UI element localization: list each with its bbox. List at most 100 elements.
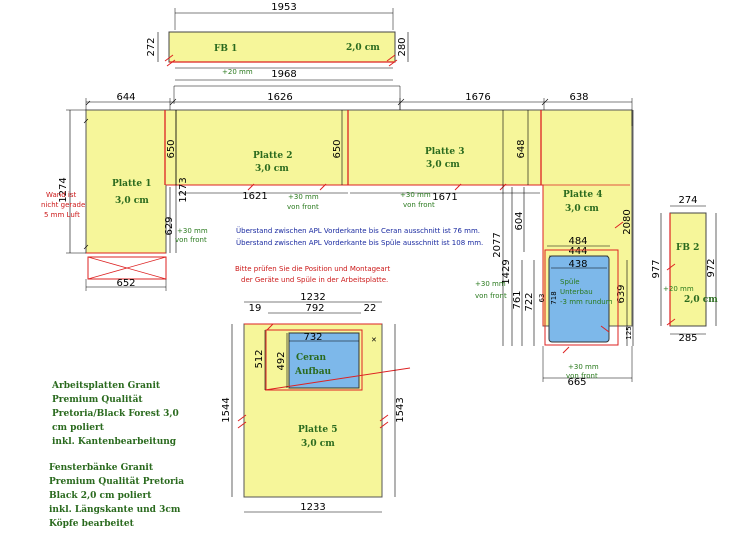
notes: Überstand zwischen APL Vorderkante bis C… xyxy=(235,226,483,284)
platte3-front-2: von front xyxy=(403,201,435,209)
fb1-note: +20 mm xyxy=(222,68,253,76)
dim-639: 639 xyxy=(616,284,627,303)
fb1-group: 1953 272 280 FB 1 2,0 cm +20 mm 1968 xyxy=(146,2,409,81)
platte2-front-2: von front xyxy=(287,203,319,211)
dim-1671: 1671 xyxy=(432,192,457,203)
dim-1273: 1273 xyxy=(178,177,189,202)
platte1-front-2: von front xyxy=(175,236,207,244)
fb1-thickness: 2,0 cm xyxy=(346,43,380,53)
dim-629: 629 xyxy=(164,216,175,235)
fb1-width-top: 1953 xyxy=(271,2,296,13)
fb1-slab xyxy=(168,31,396,63)
sink-cutout xyxy=(548,255,610,343)
fb1-label: FB 1 xyxy=(214,44,237,54)
dim-761: 761 xyxy=(512,290,523,309)
dim-2077: 2077 xyxy=(492,232,503,257)
overhang-note-1: Überstand zwischen APL Vorderkante bis C… xyxy=(236,226,480,235)
dim-22: 22 xyxy=(364,303,377,314)
sink-label-3: -3 mm rundum xyxy=(560,298,613,306)
wall-note-1: Wand ist xyxy=(46,191,76,199)
platte4-label: Platte 4 xyxy=(563,190,602,200)
dim-1232: 1232 xyxy=(300,292,325,303)
dim-125: 125 xyxy=(625,326,633,339)
platte1-height: 1274 xyxy=(58,177,69,202)
dim-444: 444 xyxy=(568,246,587,257)
legend-a-2: Premium Qualität xyxy=(52,394,143,405)
dim-650b: 650 xyxy=(332,139,343,158)
platte3-group: Platte 3 3,0 cm 648 1671 +30 mm von fron… xyxy=(247,110,540,209)
platte3-thickness: 3,0 cm xyxy=(426,160,460,170)
platte2-thickness: 3,0 cm xyxy=(255,164,289,174)
dim-1626: 1626 xyxy=(267,92,292,103)
legend-f-2: Premium Qualität Pretoria xyxy=(49,476,184,487)
legend-f-5: Köpfe bearbeitet xyxy=(49,518,135,529)
ceran-label-2: Aufbau xyxy=(294,367,332,377)
sink-outer xyxy=(544,249,619,346)
sink-label-1: Spüle xyxy=(560,278,580,286)
legend-a-3: Pretoria/Black Forest 3,0 xyxy=(52,409,179,419)
ceran-close-icon: ✕ xyxy=(371,336,377,344)
legend-f-3: Black 2,0 cm poliert xyxy=(49,491,152,501)
dim-722: 722 xyxy=(524,292,535,311)
platte3-label: Platte 3 xyxy=(425,147,464,157)
dim-492: 492 xyxy=(276,351,287,370)
dim-1621: 1621 xyxy=(242,191,267,202)
legend-f-4: inkl. Längskante und 3cm xyxy=(49,504,181,515)
top-dims: 644 1626 1676 638 xyxy=(85,85,633,126)
platte4-front-left-2: von front xyxy=(475,292,507,300)
fb2-group: 274 977 972 285 FB 2 2,0 cm +20 mm xyxy=(651,195,718,344)
platte4-front-bottom-1: +30 mm xyxy=(568,363,599,371)
dim-1233: 1233 xyxy=(300,502,325,513)
dim-1429: 1429 xyxy=(501,259,512,284)
platte4-front-bottom-2: von front xyxy=(566,372,598,380)
platte1-group: Platte 1 3,0 cm 1274 1273 629 +30 mm von… xyxy=(41,109,208,291)
fb1-width-bottom: 1968 xyxy=(271,69,296,80)
dim-718: 718 xyxy=(550,291,558,304)
wall-note-2: nicht gerade xyxy=(41,201,85,209)
overhang-note-2: Überstand zwischen APL Vorderkante bis S… xyxy=(236,238,483,247)
fb2-width-bottom: 285 xyxy=(678,333,697,344)
fb2-thickness: 2,0 cm xyxy=(684,295,718,305)
platte5-label: Platte 5 xyxy=(298,425,337,435)
dim-438: 438 xyxy=(568,259,587,270)
fb1-height-left: 272 xyxy=(146,37,157,56)
dim-1676: 1676 xyxy=(465,92,490,103)
dim-484: 484 xyxy=(568,236,587,247)
dim-19: 19 xyxy=(249,303,262,314)
platte5-group: ✕ Ceran Aufbau 1232 792 19 22 732 512 49… xyxy=(221,292,411,513)
dim-604: 604 xyxy=(514,211,525,230)
fb2-height-right: 972 xyxy=(706,258,717,277)
platte2-front-1: +30 mm xyxy=(288,193,319,201)
dim-63: 63 xyxy=(538,294,546,303)
sink-label-2: Unterbau xyxy=(560,288,593,296)
dim-1543: 1543 xyxy=(395,397,406,422)
fb2-label: FB 2 xyxy=(676,243,699,253)
wall-note-3: 5 mm Luft xyxy=(44,211,80,219)
check-note-2: der Geräte und Spüle in der Arbeitsplatt… xyxy=(241,276,388,284)
fb2-width-top: 274 xyxy=(678,195,697,206)
dim-644: 644 xyxy=(116,92,135,103)
dim-648: 648 xyxy=(516,139,527,158)
legend-a-5: inkl. Kantenbearbeitung xyxy=(52,437,177,447)
dim-732: 732 xyxy=(303,332,322,343)
platte2-group: Platte 2 3,0 cm 650 650 1621 +30 mm von … xyxy=(166,110,348,211)
platte1-label: Platte 1 xyxy=(112,179,151,189)
platte1-width: 652 xyxy=(116,278,135,289)
legend-a-4: cm poliert xyxy=(52,423,105,433)
legend-f-1: Fensterbänke Granit xyxy=(49,462,154,473)
platte4-thickness: 3,0 cm xyxy=(565,204,599,214)
fb2-note: +20 mm xyxy=(663,285,694,293)
platte3-front-1: +30 mm xyxy=(400,191,431,199)
platte1-thickness: 3,0 cm xyxy=(115,196,149,206)
platte5-thickness: 3,0 cm xyxy=(301,439,335,449)
dim-792: 792 xyxy=(305,303,324,314)
dim-638: 638 xyxy=(569,92,588,103)
dim-512: 512 xyxy=(254,349,265,368)
fb2-slab xyxy=(669,212,707,327)
ceran-cutout xyxy=(288,332,360,389)
ceran-label-1: Ceran xyxy=(296,353,326,363)
dim-665: 665 xyxy=(567,377,586,388)
platte1-front-1: +30 mm xyxy=(177,227,208,235)
check-note-1: Bitte prüfen Sie die Position und Montag… xyxy=(235,265,391,273)
